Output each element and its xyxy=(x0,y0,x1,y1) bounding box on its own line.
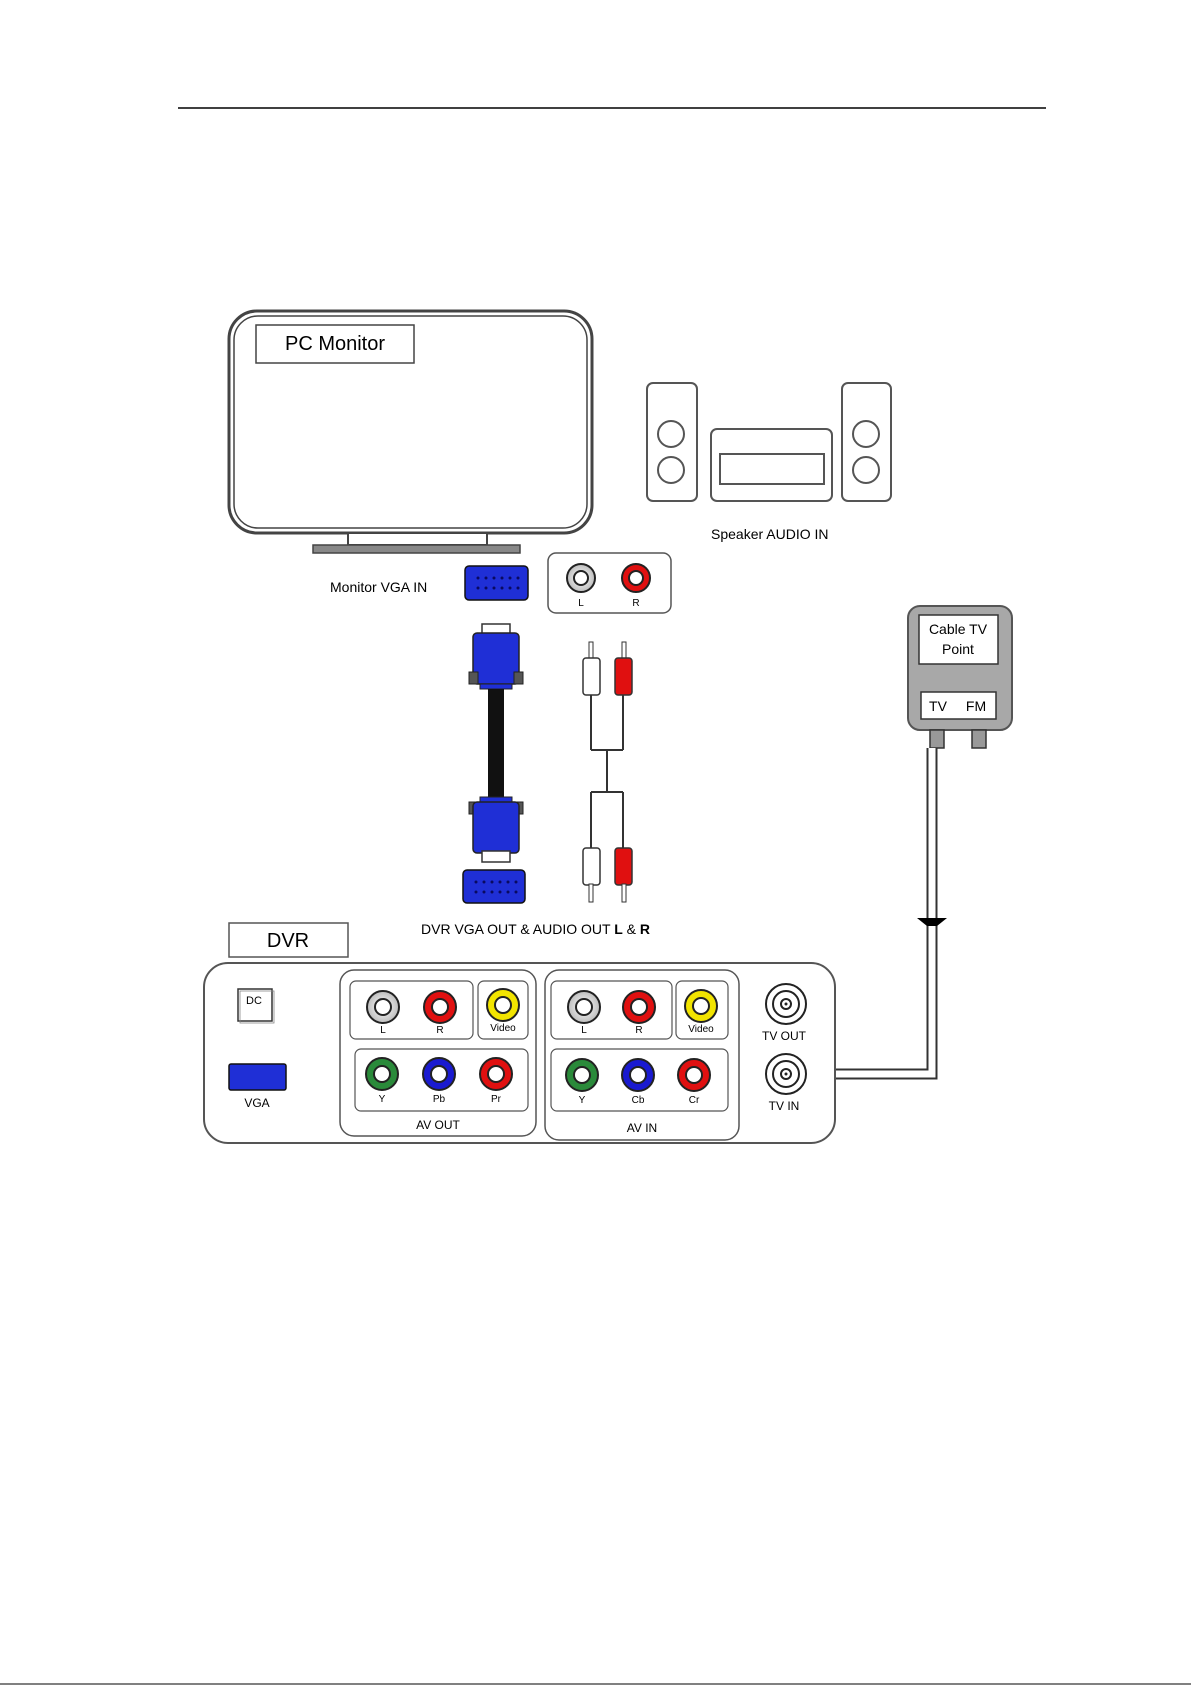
av-in-cb-label: Cb xyxy=(632,1095,645,1106)
rca-audio-cable xyxy=(583,642,632,902)
cable-tv-tv-label: TV xyxy=(929,698,948,714)
av-out-y-label: Y xyxy=(379,1094,386,1105)
dvr-vga-out-port xyxy=(463,870,525,903)
av-out-video-label: Video xyxy=(490,1023,516,1034)
av-in-l-label: L xyxy=(581,1025,587,1036)
audio-in-left-label: L xyxy=(578,598,584,609)
tv-in-label: TV IN xyxy=(769,1099,800,1113)
cable-tv-fm-label: FM xyxy=(966,698,986,714)
av-out-l-label: L xyxy=(380,1025,386,1036)
dvr-out-caption: DVR VGA OUT & AUDIO OUT L & R xyxy=(421,921,650,937)
dc-label: DC xyxy=(246,995,262,1007)
av-in-cr-label: Cr xyxy=(689,1095,700,1106)
cable-tv-label-line2: Point xyxy=(942,641,974,657)
av-in-y-label: Y xyxy=(579,1095,586,1106)
speaker-label: Speaker AUDIO IN xyxy=(711,526,829,542)
dvr-vga-port xyxy=(229,1064,286,1090)
cable-tv-point: Cable TV Point TV FM xyxy=(908,606,1012,748)
av-in-r-label: R xyxy=(635,1025,642,1036)
speaker-audio-in-panel: L R xyxy=(548,553,671,613)
av-out-pr-label: Pr xyxy=(491,1094,502,1105)
monitor-vga-in-label: Monitor VGA IN xyxy=(330,579,427,595)
monitor-label: PC Monitor xyxy=(285,333,385,355)
dvr-vga-label: VGA xyxy=(244,1096,269,1110)
pc-monitor: PC Monitor xyxy=(229,311,592,553)
av-out-r-label: R xyxy=(436,1025,443,1036)
av-out-group: L R Video Y Pb Pr AV OUT xyxy=(340,970,536,1136)
cable-tv-label-line1: Cable TV xyxy=(929,621,988,637)
dvr-rear-panel: DC VGA L R Video Y Pb Pr xyxy=(204,963,835,1143)
dvr-label: DVR xyxy=(267,930,309,952)
tv-out-port xyxy=(766,984,806,1024)
av-in-title: AV IN xyxy=(627,1121,657,1135)
audio-in-right-label: R xyxy=(632,598,639,609)
monitor-vga-port xyxy=(465,566,528,600)
tv-in-port xyxy=(766,1054,806,1094)
av-in-video-label: Video xyxy=(688,1024,714,1035)
vga-cable xyxy=(469,624,523,862)
av-in-group: L R Video Y Cb Cr AV IN xyxy=(545,970,739,1140)
av-out-pb-label: Pb xyxy=(433,1094,446,1105)
tv-out-label: TV OUT xyxy=(762,1029,807,1043)
speaker-system: Speaker AUDIO IN xyxy=(647,383,891,542)
av-out-title: AV OUT xyxy=(416,1118,460,1132)
